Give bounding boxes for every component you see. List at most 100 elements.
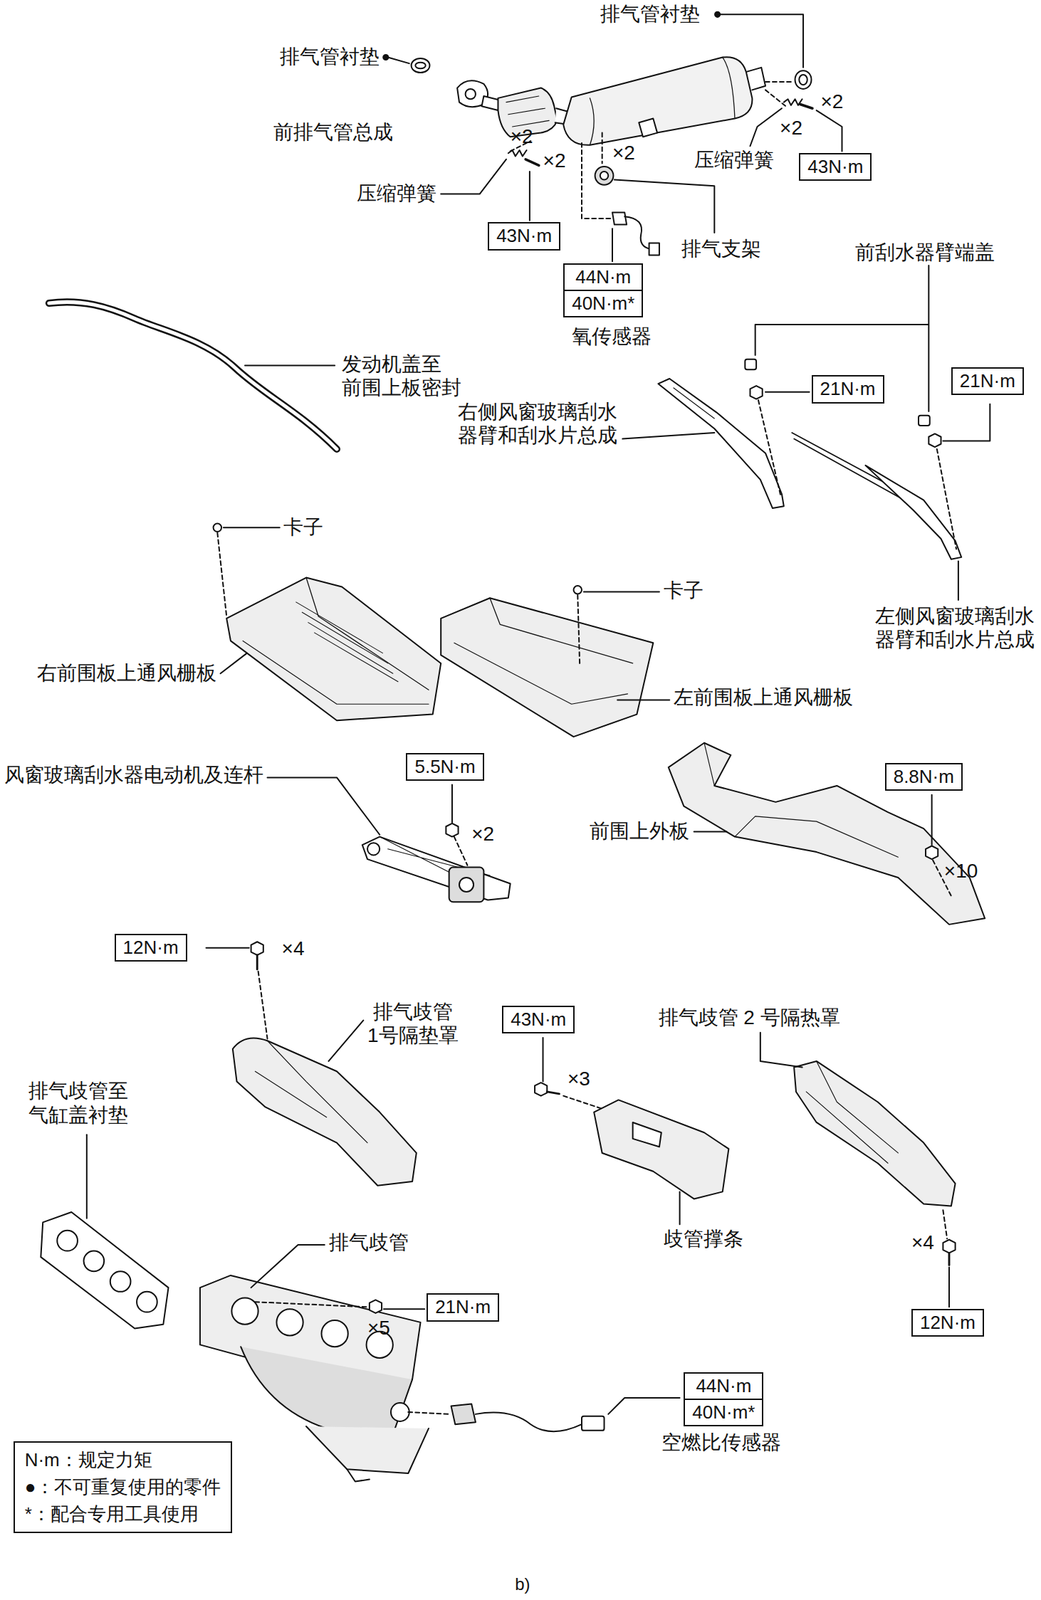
part-name: 排气管衬垫: [600, 2, 700, 27]
illustration-line: [942, 1210, 948, 1239]
illustration-line: [110, 1271, 132, 1293]
illustration-line: [362, 837, 511, 901]
torque-box: 21N·m: [426, 1293, 500, 1322]
torque-value: 44N·m: [564, 264, 642, 290]
part-name: 排气歧管: [328, 1231, 409, 1256]
part-name: 前围上外板: [589, 819, 690, 844]
legend-entry: *：配合专用工具使用: [24, 1501, 222, 1529]
illustration-line: [704, 743, 898, 859]
torque-box: 8.8N·m: [885, 763, 963, 792]
illustration-line: [942, 404, 990, 442]
torque-box: 12N·m: [911, 1309, 985, 1338]
part-name: 氧传感器: [571, 324, 652, 349]
illustration-line: [957, 561, 960, 601]
illustration-line: [276, 1309, 303, 1336]
illustration-line: [445, 823, 458, 838]
illustration-line: [601, 133, 604, 164]
illustration-line: [948, 1267, 950, 1308]
illustration-line: [451, 785, 453, 824]
part-name: 排气歧管至 气缸盖衬垫: [28, 1079, 129, 1128]
quantity-mark: ×3: [567, 1067, 591, 1092]
illustration-line: [534, 1083, 547, 1097]
illustration-line: [649, 242, 660, 255]
illustration-line: [617, 699, 670, 702]
part-name: 卡子: [283, 515, 324, 540]
torque-value: 12N·m: [116, 935, 186, 961]
illustration-line: [937, 449, 957, 549]
part-name: 发动机盖至 前围上板密封: [341, 352, 462, 401]
figure-caption: b): [514, 1575, 530, 1595]
illustration-line: [611, 228, 614, 262]
illustration-line: [267, 777, 381, 835]
torque-value: 43N·m: [489, 223, 559, 249]
illustration-line: [451, 1404, 476, 1426]
illustration-line: [925, 846, 938, 861]
illustration-line: [563, 56, 752, 146]
illustration-line: [328, 1021, 364, 1062]
illustration-line: [816, 110, 843, 151]
illustration-line: [440, 159, 507, 195]
illustration-line: [750, 385, 763, 400]
illustration-line: [581, 1416, 605, 1432]
illustration-line: [506, 96, 549, 127]
illustration-line: [388, 57, 410, 65]
illustration-line: [459, 877, 474, 893]
illustration-line: [658, 378, 784, 509]
quantity-mark: ×10: [944, 859, 979, 884]
illustration-line: [765, 391, 810, 394]
part-name: 左前围板上通风栅板: [673, 685, 854, 710]
illustration-line: [86, 1134, 88, 1220]
illustration-line: [258, 971, 268, 1040]
illustration-line: [638, 118, 658, 138]
illustration-line: [612, 212, 627, 225]
quantity-mark: ×2: [612, 140, 636, 166]
quantity-mark: ×2: [510, 124, 534, 149]
illustration-line: [679, 1191, 681, 1225]
illustration-line: [49, 301, 337, 450]
illustration-line: [542, 1038, 544, 1083]
part-name: 压缩弹簧: [356, 181, 437, 206]
illustration-line: [600, 171, 609, 180]
illustration-line: [793, 1061, 955, 1207]
part-name: 卡子: [663, 578, 704, 604]
illustration-line: [454, 642, 629, 705]
illustration-line: [746, 67, 766, 91]
illustration-line: [942, 1240, 955, 1254]
illustration-line: [583, 591, 660, 594]
illustration-line: [217, 532, 227, 617]
quantity-mark: ×2: [543, 148, 567, 174]
part-name: 左侧风窗玻璃刮水 器臂和刮水片总成: [875, 604, 1035, 653]
torque-box: 44N·m40N·m*: [683, 1372, 764, 1427]
torque-box: 44N·m40N·m*: [563, 263, 643, 318]
illustration-line: [546, 1092, 559, 1095]
illustration-line: [865, 465, 962, 560]
illustration-line: [346, 1469, 370, 1482]
illustration-line: [798, 74, 807, 85]
illustration-line: [321, 1320, 349, 1348]
illustration-line: [577, 595, 580, 664]
torque-box: 21N·m: [811, 375, 885, 404]
illustration-line: [581, 143, 611, 219]
illustration-line: [744, 359, 757, 370]
legend-box: N·m：规定力矩●：不可重复使用的零件*：配合专用工具使用: [13, 1441, 233, 1534]
part-name: 压缩弹簧: [694, 148, 774, 173]
illustration-line: [226, 578, 441, 722]
illustration-line: [244, 364, 335, 366]
illustration-line: [251, 942, 264, 956]
quantity-mark: ×4: [911, 1231, 935, 1256]
illustration-line: [440, 598, 653, 737]
illustration-line: [231, 1298, 258, 1325]
illustration-line: [573, 586, 582, 594]
torque-value: 43N·m: [503, 1007, 574, 1033]
part-name: 风窗玻璃刮水器电动机及连杆: [4, 763, 264, 788]
illustration-line: [624, 216, 651, 250]
illustration-line: [206, 947, 250, 950]
illustration-line: [407, 1412, 449, 1415]
illustration-line: [622, 432, 715, 440]
quantity-mark: ×2: [779, 116, 803, 141]
illustration-line: [40, 1212, 169, 1329]
part-name: 右前围板上通风栅板: [37, 661, 217, 686]
part-name: 右侧风窗玻璃刮水 器臂和刮水片总成: [457, 400, 618, 448]
illustration-line: [84, 1251, 105, 1273]
illustration-line: [415, 62, 426, 70]
